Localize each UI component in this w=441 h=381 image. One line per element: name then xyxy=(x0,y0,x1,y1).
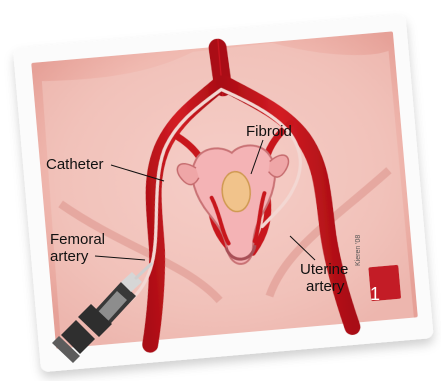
figure-number-label: 1 xyxy=(370,286,380,302)
catheter-label: Catheter xyxy=(46,157,104,173)
femoral-artery-label-line2: artery xyxy=(50,249,88,265)
uterine-artery-label-line1: Uterine xyxy=(300,262,348,278)
artist-signature: Kieren '08 xyxy=(351,235,367,266)
fibroid-label: Fibroid xyxy=(246,124,292,140)
uterine-artery-label-line2: artery xyxy=(306,279,344,295)
femoral-artery-label-line1: Femoral xyxy=(50,232,105,248)
